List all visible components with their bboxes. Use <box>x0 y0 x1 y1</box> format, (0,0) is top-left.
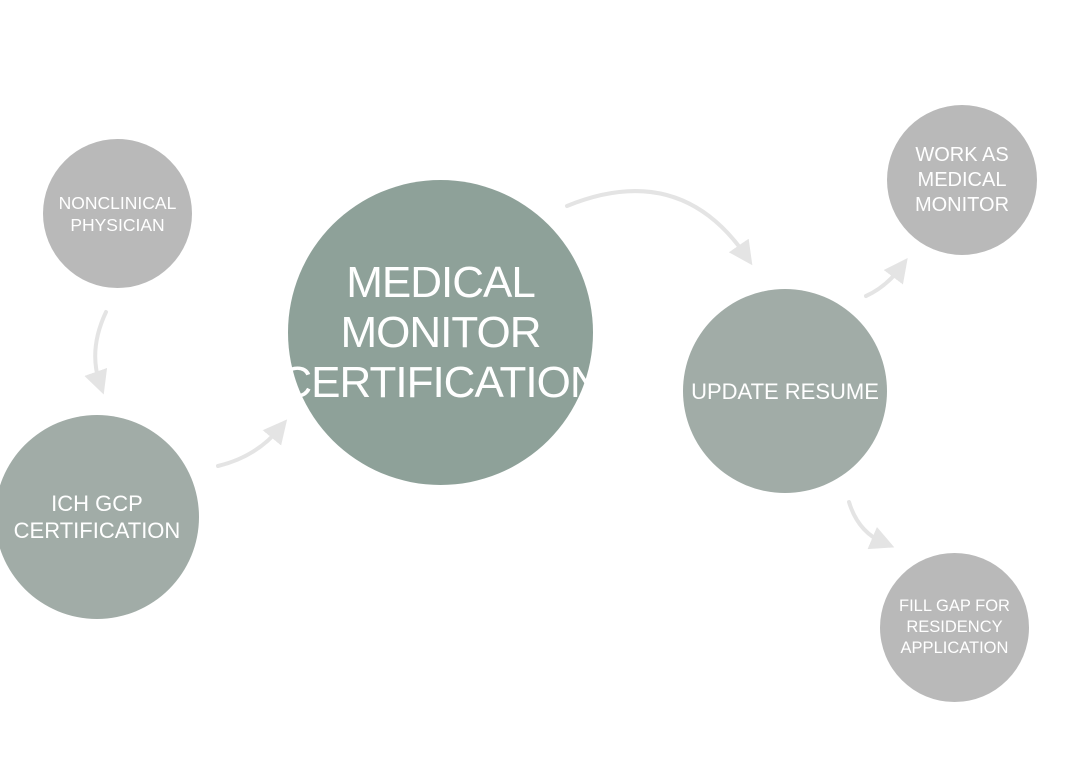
arrow-ichgcp-to-certification <box>216 419 288 468</box>
arrow-resume-to-fillgap <box>847 500 895 550</box>
node-label-fill-gap-residency: FILL GAP FOR RESIDENCY APPLICATION <box>899 597 1010 657</box>
node-work-as-medical-monitor: WORK AS MEDICAL MONITOR <box>887 105 1037 255</box>
node-update-resume: UPDATE RESUME <box>683 289 887 493</box>
arrow-nonclinical-to-ichgcp <box>84 310 108 395</box>
node-nonclinical-physician: NONCLINICAL PHYSICIAN <box>43 139 192 288</box>
node-label-work-as-medical-monitor: WORK AS MEDICAL MONITOR <box>914 143 1010 216</box>
arrow-resume-to-work <box>864 258 908 298</box>
arrow-certification-to-resume <box>565 189 753 266</box>
node-label-nonclinical-physician: NONCLINICAL PHYSICIAN <box>58 192 177 235</box>
node-label-ich-gcp-certification: ICH GCP CERTIFICATION <box>13 491 181 543</box>
node-label-medical-monitor-certification: MEDICAL MONITOR CERTIFICATION <box>280 257 601 407</box>
node-ich-gcp-certification: ICH GCP CERTIFICATION <box>0 415 199 619</box>
node-medical-monitor-certification: MEDICAL MONITOR CERTIFICATION <box>280 180 602 485</box>
node-label-update-resume: UPDATE RESUME <box>691 378 879 404</box>
node-fill-gap-residency: FILL GAP FOR RESIDENCY APPLICATION <box>880 553 1029 702</box>
